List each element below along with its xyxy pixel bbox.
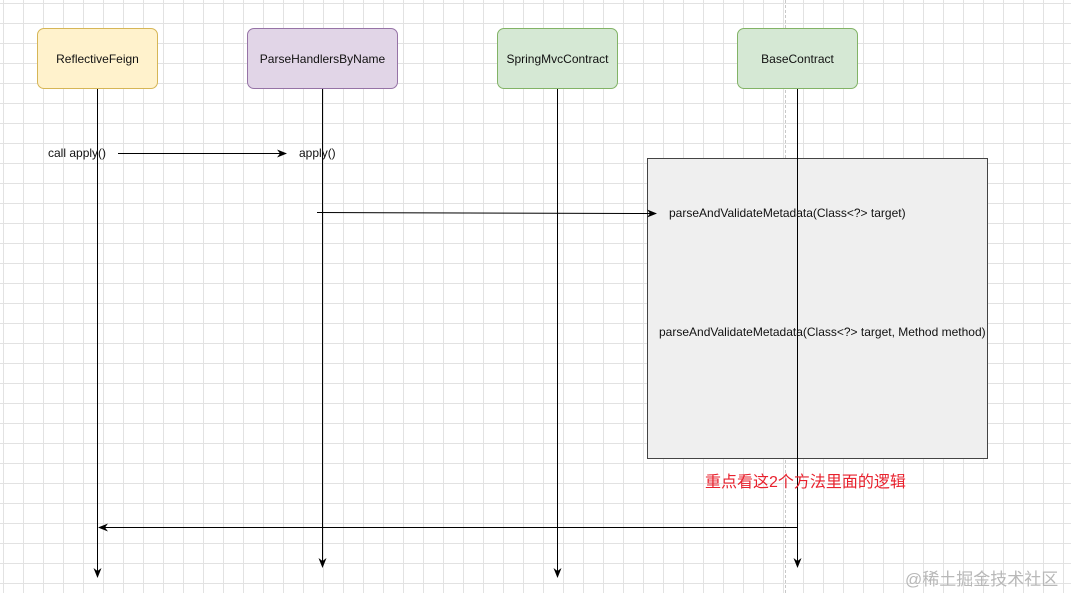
message-apply: apply() [299, 146, 336, 160]
participant-label: ParseHandlersByName [259, 51, 386, 66]
participant-label: ReflectiveFeign [56, 51, 139, 66]
participant-spring-mvc-contract[interactable]: SpringMvcContract [497, 28, 618, 89]
participant-base-contract[interactable]: BaseContract [737, 28, 858, 89]
highlight-region [647, 158, 988, 459]
watermark: @稀土掘金技术社区 [905, 570, 1059, 589]
message-parse-target: parseAndValidateMetadata(Class<?> target… [669, 206, 906, 220]
participant-label: SpringMvcContract [506, 51, 609, 66]
message-call-apply: call apply() [48, 146, 107, 160]
message-parse-target-method: parseAndValidateMetadata(Class<?> target… [659, 325, 986, 339]
participant-label: BaseContract [761, 51, 834, 66]
highlight-note: 重点看这2个方法里面的逻辑 [705, 474, 906, 491]
message-arrow-parse-target [316, 209, 657, 218]
participant-parse-handlers-by-name[interactable]: ParseHandlersByName [247, 28, 398, 89]
participant-reflective-feign[interactable]: ReflectiveFeign [37, 28, 158, 89]
